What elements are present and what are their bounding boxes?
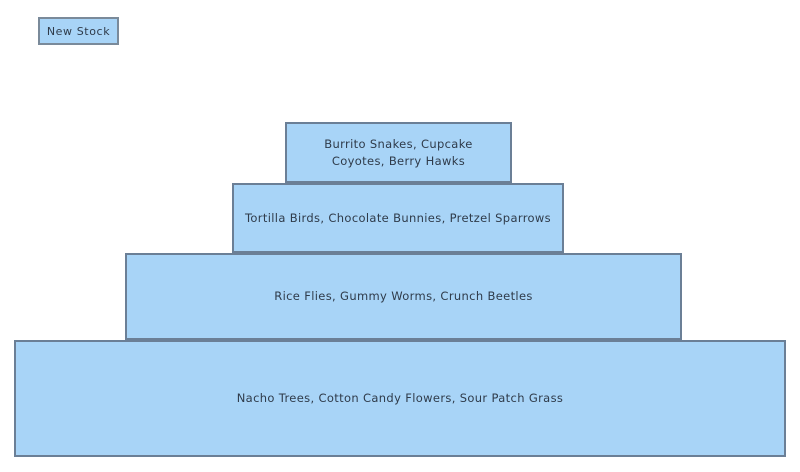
new-stock-button[interactable]: New Stock [38,17,119,45]
new-stock-button-label: New Stock [46,24,111,38]
pyramid-level-4[interactable]: Nacho Trees, Cotton Candy Flowers, Sour … [14,340,786,457]
pyramid-level-4-label: Nacho Trees, Cotton Candy Flowers, Sour … [236,391,564,405]
pyramid-level-2-label: Tortilla Birds, Chocolate Bunnies, Pretz… [244,210,552,225]
pyramid-level-3-label: Rice Flies, Gummy Worms, Crunch Beetles [274,289,533,303]
pyramid-level-1-label: Burrito Snakes, Cupcake Coyotes, Berry H… [324,136,473,168]
pyramid-level-1[interactable]: Burrito Snakes, Cupcake Coyotes, Berry H… [285,122,512,183]
pyramid-level-3[interactable]: Rice Flies, Gummy Worms, Crunch Beetles [125,253,682,340]
pyramid-level-2[interactable]: Tortilla Birds, Chocolate Bunnies, Pretz… [232,183,564,253]
